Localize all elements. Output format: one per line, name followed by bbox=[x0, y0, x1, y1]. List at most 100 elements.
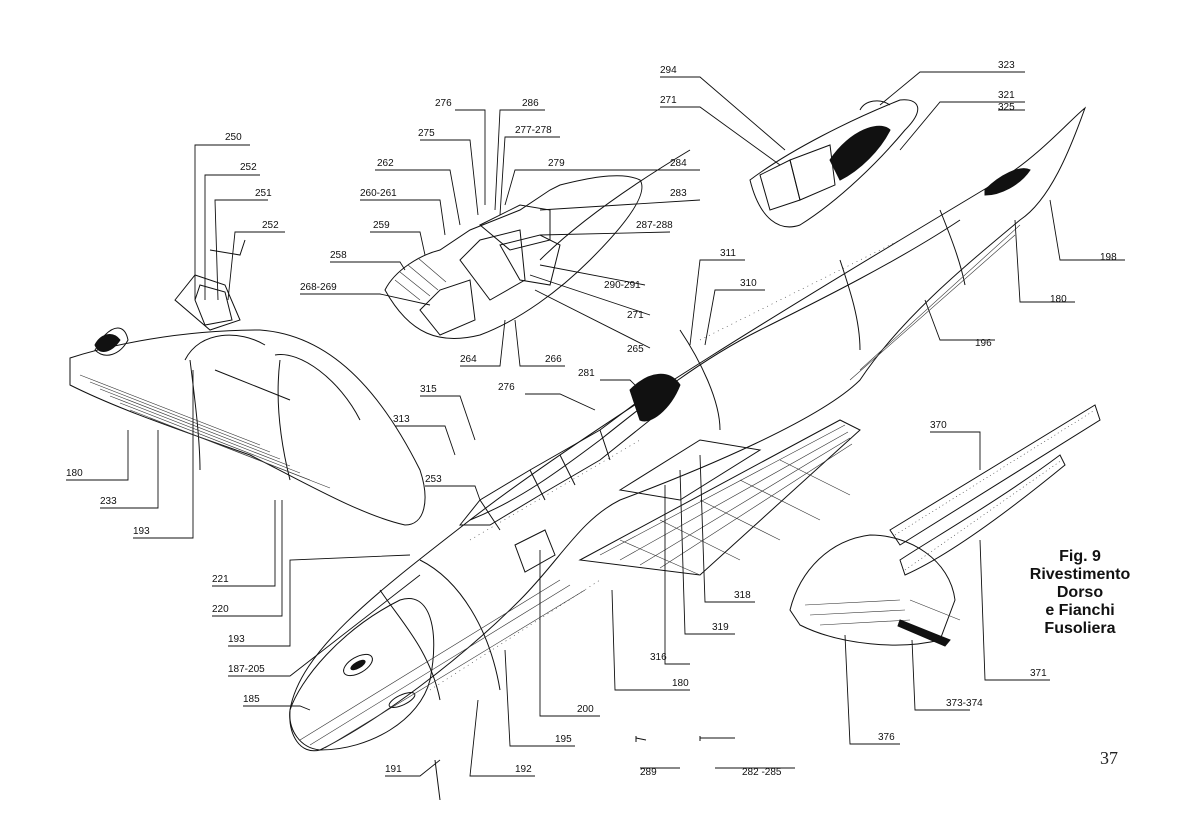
callout: 258 bbox=[330, 250, 406, 271]
callout-label: 185 bbox=[243, 694, 260, 705]
callout: 185 bbox=[243, 694, 311, 711]
callout: 180 bbox=[1014, 219, 1075, 305]
callout: 271 bbox=[660, 95, 781, 166]
callout: 286 bbox=[494, 98, 545, 211]
callout-label: 253 bbox=[425, 474, 442, 485]
callout-label: 316 bbox=[650, 652, 667, 663]
callout-leader bbox=[420, 139, 479, 216]
callout-leader bbox=[979, 539, 1050, 681]
callout: 265 bbox=[534, 289, 651, 355]
callout: 283 bbox=[539, 188, 701, 211]
callout-leader bbox=[911, 639, 970, 711]
cockpit-detail-top-right bbox=[749, 99, 918, 228]
callout: 290-291 bbox=[539, 264, 646, 291]
callout-leader bbox=[499, 136, 560, 216]
callout: 250 bbox=[194, 132, 250, 300]
callout-label: 275 bbox=[418, 128, 435, 139]
callout-leader bbox=[529, 274, 651, 316]
callout-leader bbox=[504, 649, 575, 747]
callout-leader bbox=[600, 379, 641, 391]
callout-label: 252 bbox=[262, 220, 279, 231]
callout-label: 258 bbox=[330, 250, 347, 261]
callout-label: 294 bbox=[660, 65, 677, 76]
callout: 220 bbox=[212, 500, 283, 617]
callout-leader bbox=[924, 299, 995, 341]
callout-label: 287-288 bbox=[636, 220, 673, 231]
callout: 193 bbox=[228, 554, 411, 647]
callout-label: 319 bbox=[712, 622, 729, 633]
callout: 200 bbox=[539, 550, 600, 717]
callout-leader bbox=[879, 71, 1025, 106]
callout-label: 220 bbox=[212, 604, 229, 615]
callout: 281 bbox=[578, 368, 641, 391]
callout: 266 bbox=[514, 319, 565, 367]
callout-leader bbox=[455, 109, 486, 205]
callout: 252 bbox=[227, 220, 285, 301]
callout: 323 bbox=[879, 60, 1025, 106]
callout: 376 bbox=[844, 634, 900, 745]
callout-leader bbox=[460, 319, 506, 367]
callout: 221 bbox=[212, 500, 276, 587]
callout-label: 250 bbox=[225, 132, 242, 143]
callout-label: 264 bbox=[460, 354, 477, 365]
callout-label: 321 bbox=[998, 90, 1015, 101]
callout-leader bbox=[611, 589, 690, 691]
callout-leader bbox=[100, 430, 159, 509]
callout-leader bbox=[204, 174, 260, 300]
callout: 180 bbox=[66, 430, 129, 481]
callout-label: 180 bbox=[1050, 294, 1067, 305]
page-number: 37 bbox=[1100, 748, 1118, 768]
callout: 277-278 bbox=[499, 125, 560, 216]
callout-leader bbox=[514, 319, 565, 367]
callout-leader bbox=[214, 199, 268, 301]
callout-label: 325 bbox=[998, 102, 1015, 113]
callout-label: 279 bbox=[548, 158, 565, 169]
main-fuselage bbox=[289, 106, 1087, 752]
callout-label: 221 bbox=[212, 574, 229, 585]
figure-title: Fig. 9 Rivestimento Dorso e Fianchi Fuso… bbox=[1010, 548, 1150, 638]
callout: 268-269 bbox=[300, 282, 431, 306]
callout-leader bbox=[679, 469, 735, 635]
callout-label: 260-261 bbox=[360, 188, 397, 199]
callout-label: 276 bbox=[498, 382, 515, 393]
callout-label: 180 bbox=[66, 468, 83, 479]
callout: 294 bbox=[660, 65, 786, 151]
callout-leader bbox=[375, 169, 461, 226]
callout-label: 315 bbox=[420, 384, 437, 395]
figure-title-line-3: Dorso bbox=[1056, 584, 1104, 601]
callout-label: 282 -285 bbox=[742, 767, 782, 778]
callout-label: 187-205 bbox=[228, 664, 265, 675]
callout: 310 bbox=[704, 278, 765, 346]
callout-label: 289 bbox=[640, 767, 657, 778]
callout-leader bbox=[539, 264, 646, 286]
callout: 191 bbox=[385, 759, 441, 777]
callout-label: 277-278 bbox=[515, 125, 552, 136]
callout: 275 bbox=[418, 128, 479, 216]
callout: 373-374 bbox=[911, 639, 983, 711]
callout: 325 bbox=[998, 102, 1025, 113]
callout-leader bbox=[425, 485, 481, 501]
callout-label: 271 bbox=[627, 310, 644, 321]
figure-title-line-5: Fusoliera bbox=[1044, 620, 1116, 637]
callout-leader bbox=[385, 759, 441, 777]
callout-leader bbox=[370, 231, 426, 256]
canopy-frames-center bbox=[384, 149, 691, 340]
callout-label: 290-291 bbox=[604, 280, 641, 291]
callout: 195 bbox=[504, 649, 575, 747]
callout-label: 268-269 bbox=[300, 282, 337, 293]
callout-leader bbox=[469, 699, 535, 777]
callout-label: 233 bbox=[100, 496, 117, 507]
callout: 260-261 bbox=[360, 188, 446, 236]
callout-label: 371 bbox=[1030, 668, 1047, 679]
callout-leader bbox=[300, 293, 431, 306]
callout-leader bbox=[360, 199, 446, 236]
callout: 315 bbox=[420, 384, 476, 441]
callout-label: 271 bbox=[660, 95, 677, 106]
figure-title-line-1: Fig. 9 bbox=[1059, 548, 1101, 565]
callout-label: 311 bbox=[720, 248, 736, 259]
callout: 196 bbox=[924, 299, 995, 349]
callout-leader bbox=[330, 261, 406, 271]
callout: 271 bbox=[529, 274, 651, 321]
callout-label: 286 bbox=[522, 98, 539, 109]
